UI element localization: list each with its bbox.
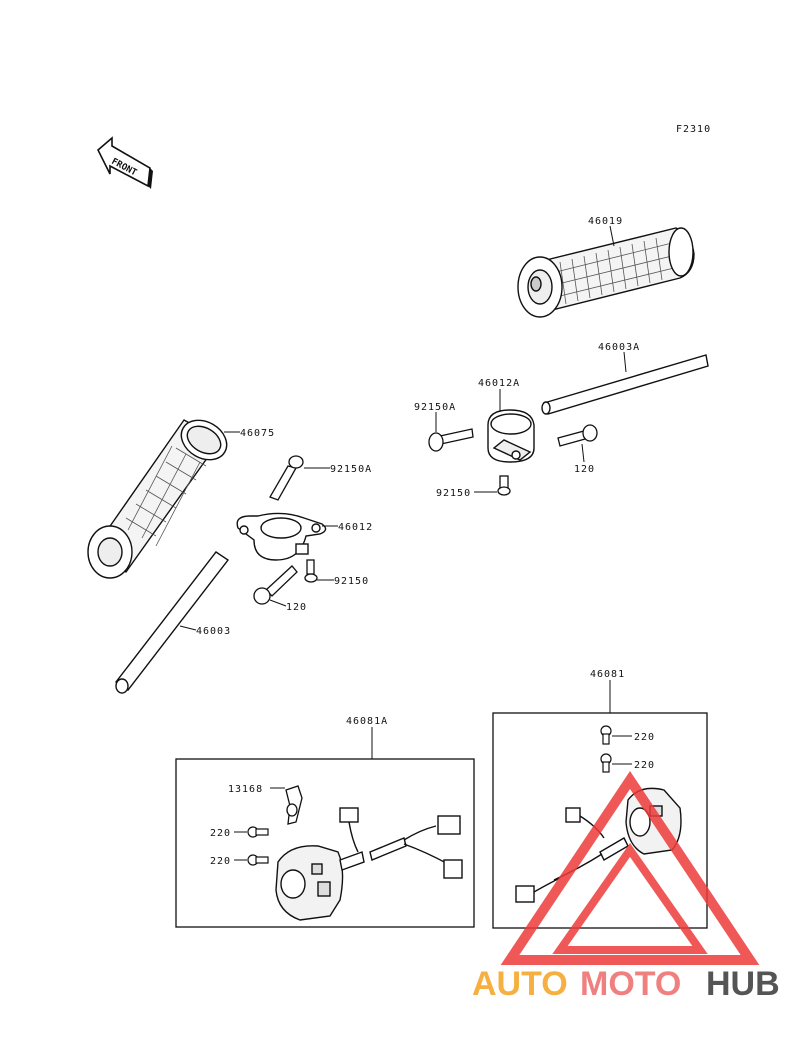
label-13168: 13168 bbox=[228, 784, 263, 795]
grip-46075 bbox=[87, 419, 228, 579]
switch-housing-46081A bbox=[275, 807, 463, 921]
front-arrow-icon: FRONT bbox=[97, 136, 153, 189]
label-220-left-1: 220 bbox=[210, 828, 231, 839]
label-92150-left: 92150 bbox=[334, 576, 369, 587]
label-220-right-2: 220 bbox=[634, 760, 655, 771]
screw-220-right-1 bbox=[600, 725, 612, 745]
label-46012A: 46012A bbox=[478, 378, 520, 389]
watermark-logo bbox=[500, 770, 760, 965]
label-46081A: 46081A bbox=[346, 716, 388, 727]
screw-220-left-2 bbox=[247, 854, 269, 866]
label-92150-right: 92150 bbox=[436, 488, 471, 499]
label-120-right: 120 bbox=[574, 464, 595, 475]
bolt-92150A-right bbox=[428, 428, 474, 452]
label-46075: 46075 bbox=[240, 428, 275, 439]
grip-46019 bbox=[517, 227, 695, 318]
clamp-46012 bbox=[236, 512, 327, 561]
bolt-92150A-left bbox=[269, 455, 304, 501]
label-46081: 46081 bbox=[590, 669, 625, 680]
bolt-120-right bbox=[557, 424, 598, 447]
screw-220-right-2 bbox=[600, 753, 612, 773]
figure-code: F2310 bbox=[676, 124, 711, 135]
label-46012: 46012 bbox=[338, 522, 373, 533]
box-46081 bbox=[492, 712, 708, 929]
label-220-left-2: 220 bbox=[210, 856, 231, 867]
watermark-word-moto: MOTO bbox=[580, 965, 681, 1003]
watermark-word-auto: AUTO bbox=[472, 965, 568, 1003]
label-120-left: 120 bbox=[286, 602, 307, 613]
lever-13168 bbox=[285, 785, 303, 825]
box-46081A bbox=[175, 758, 475, 928]
bolt-120-left bbox=[253, 565, 298, 605]
screw-92150-left bbox=[304, 559, 318, 583]
label-46003: 46003 bbox=[196, 626, 231, 637]
triangle-icon bbox=[500, 770, 760, 965]
label-46019: 46019 bbox=[588, 216, 623, 227]
handlebar-46003 bbox=[114, 551, 230, 694]
label-46003A: 46003A bbox=[598, 342, 640, 353]
screw-92150-right bbox=[497, 475, 511, 496]
watermark-word-hub: HUB bbox=[706, 965, 780, 1003]
label-92150A-left: 92150A bbox=[330, 464, 372, 475]
label-220-right-1: 220 bbox=[634, 732, 655, 743]
screw-220-left-1 bbox=[247, 826, 269, 838]
clamp-46012A bbox=[487, 409, 535, 463]
label-92150A-right: 92150A bbox=[414, 402, 456, 413]
handlebar-46003A bbox=[541, 354, 709, 415]
